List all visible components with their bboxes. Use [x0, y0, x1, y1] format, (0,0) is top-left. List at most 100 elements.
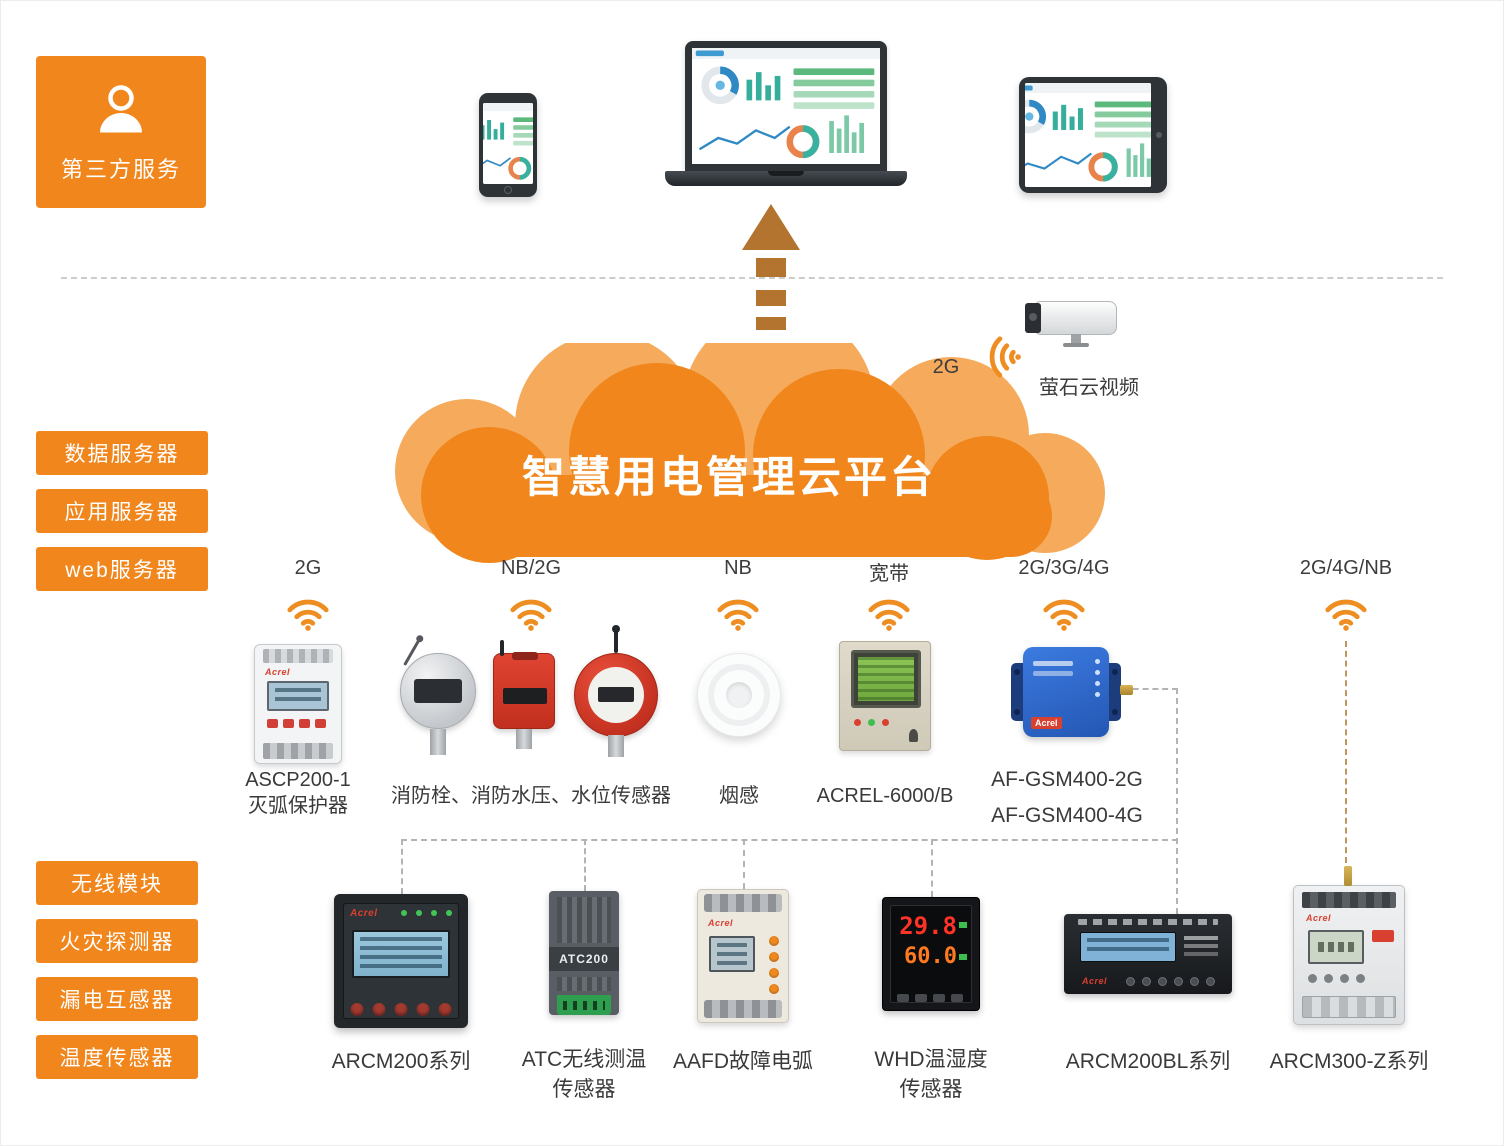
device-label: AAFD故障电弧 [672, 1050, 813, 1073]
device-lcd [267, 681, 329, 711]
sensor-cap [512, 652, 538, 660]
camera-signal-label: 2G [932, 356, 960, 378]
sensor-display [503, 688, 547, 704]
module-box-fire-detector: 火灾探测器 [36, 919, 198, 963]
device-buttons [1308, 974, 1365, 983]
cloud-shape [395, 343, 1105, 563]
antenna [612, 625, 620, 653]
brand-logo: Acrel [350, 908, 378, 919]
terminal-strip [263, 649, 333, 663]
signal-label-nb2g: NB/2G [500, 557, 562, 579]
gateway-connection-line [1123, 688, 1178, 690]
device-label: ASCP200-1 [245, 769, 351, 791]
terminal-strip [1302, 996, 1396, 1018]
brand-logo: Acrel [708, 918, 734, 928]
wifi-signal-icon [510, 599, 552, 631]
person-icon [100, 85, 142, 133]
phone-home-button [504, 186, 512, 194]
laptop-base [665, 171, 907, 186]
device-lcd [709, 936, 755, 972]
laptop [665, 41, 907, 189]
humidity-readout: 60.0 [904, 944, 957, 969]
third-party-label: 第三方服务 [60, 157, 181, 182]
terminal-strip [704, 894, 782, 912]
signal-label-nb: NB [724, 557, 752, 579]
cloud-platform-title: 智慧用电管理云平台 [522, 454, 936, 502]
brand-logo: Acrel [1031, 717, 1062, 729]
device-lcd [1080, 932, 1176, 962]
mounting-tab [1011, 663, 1023, 721]
server-box-web: web服务器 [36, 547, 208, 591]
module-box-leakage-ct: 漏电互感器 [36, 977, 198, 1021]
unit-mark [959, 922, 967, 928]
server-box-data: 数据服务器 [36, 431, 208, 475]
mounting-tab [1109, 663, 1121, 721]
panel-keyhole [909, 729, 918, 742]
terminal-strip [263, 743, 333, 759]
drop-line-whd [931, 839, 933, 897]
device-lcd [1308, 930, 1364, 964]
camera-mount [1063, 334, 1089, 347]
tablet [1019, 77, 1167, 193]
gauge-stem [430, 729, 446, 755]
device-pressure-sensor-silver [400, 640, 476, 757]
laptop-dashboard-screen [685, 41, 887, 171]
device-whd-temp-humidity: 29.8 60.0 [882, 897, 980, 1011]
dashed-divider [61, 277, 1443, 279]
drop-line-aafd [743, 839, 745, 889]
red-label-tag [1372, 930, 1394, 942]
device-aafd-arc-fault-detector: Acrel [697, 889, 789, 1023]
unit-mark [959, 954, 967, 960]
device-label: 消防栓、消防水压、水位传感器 [391, 785, 671, 807]
sensor-stem [516, 729, 532, 749]
up-arrow-segment [756, 317, 786, 330]
wifi-signal-icon [717, 599, 759, 631]
brand-logo: Acrel [1082, 976, 1108, 986]
terminal-strip [704, 1000, 782, 1018]
device-arcm200-monitor: Acrel [334, 894, 468, 1028]
device-buttons [897, 994, 963, 1002]
device-atc200-temp-sensor: ATC200 [549, 891, 619, 1015]
wifi-signal-icon [1325, 599, 1367, 631]
terminal-connector [557, 995, 611, 1015]
device-label: 灭弧保护器 [248, 795, 348, 817]
signal-label-broadband: 宽带 [869, 563, 909, 585]
camera-body [1035, 301, 1117, 335]
panel-indicators [854, 719, 889, 726]
device-print [1078, 919, 1218, 925]
device-label: ARCM200系列 [331, 1050, 471, 1073]
signal-label-234g: 2G/3G/4G [1018, 557, 1110, 579]
wifi-signal-icon [989, 336, 1021, 378]
device-label: WHD温湿度 [874, 1048, 988, 1071]
device-label: AF-GSM400-4G [991, 804, 1143, 827]
device-label: 烟感 [719, 785, 759, 807]
phone-dashboard-screen [483, 103, 533, 184]
wifi-signal-icon [1043, 599, 1085, 631]
device-label: ARCM200BL系列 [1065, 1050, 1231, 1073]
antenna-connector [1120, 685, 1133, 695]
gauge-display [414, 679, 462, 703]
device-label: ARCM300-Z系列 [1269, 1050, 1429, 1073]
tablet-dashboard-screen [1025, 83, 1151, 187]
antenna [1344, 866, 1352, 886]
gauge-display [598, 687, 634, 702]
temperature-readout: 29.8 [899, 912, 957, 940]
up-arrow-icon [742, 204, 800, 250]
camera-lens [1025, 303, 1041, 333]
device-print [1033, 661, 1073, 666]
device-buttons [769, 936, 779, 994]
device-label: 传感器 [899, 1078, 963, 1101]
device-label: ATC无线测温 [521, 1048, 647, 1071]
terminal-strip [1302, 892, 1396, 908]
device-smoke-detector [697, 653, 781, 737]
device-acrel-6000b-panel [839, 641, 931, 751]
sensor-body [493, 640, 555, 729]
third-party-services-box: 第三方服务 [36, 56, 206, 208]
cctv-camera-icon [1023, 297, 1119, 349]
device-buttons [267, 719, 326, 728]
drop-line-atc [584, 839, 586, 891]
status-leds [1095, 659, 1100, 697]
antenna-line-arcm300 [1345, 641, 1347, 863]
device-buttons [1126, 977, 1215, 986]
